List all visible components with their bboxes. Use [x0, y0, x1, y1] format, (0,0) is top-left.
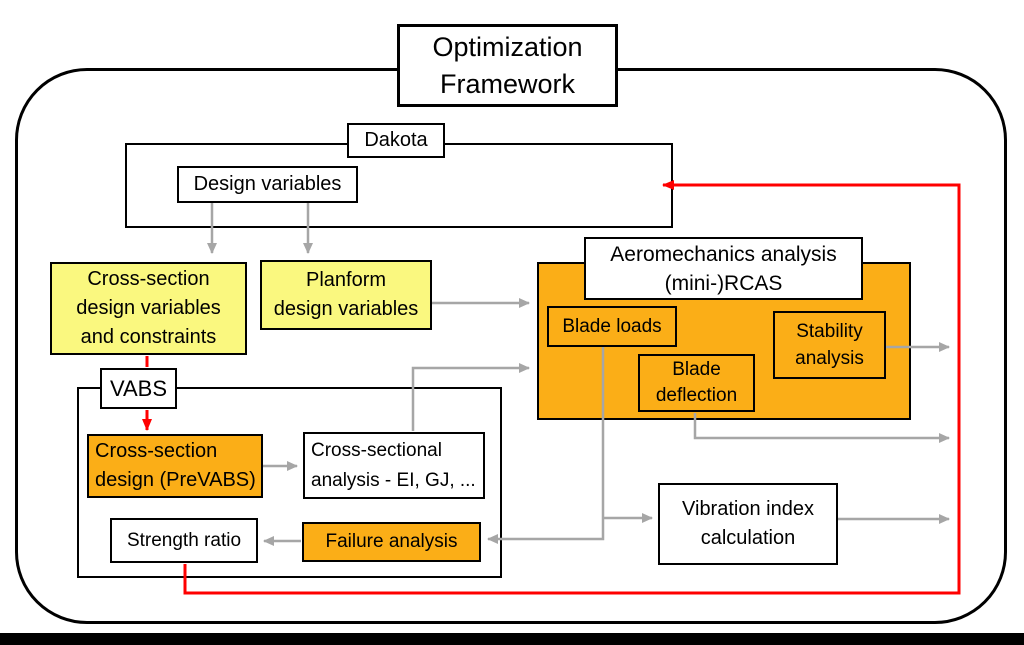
csdv-line-2: design variables — [76, 297, 221, 319]
planform-line-2: design variables — [273, 298, 419, 320]
node-prevabs: Cross-section design (PreVABS) — [87, 434, 263, 498]
failure-analysis-label: Failure analysis — [325, 531, 458, 553]
stability-line-1: Stability — [796, 321, 863, 342]
vibration-line-1: Vibration index — [682, 498, 814, 520]
csa-line-2: analysis - EI, GJ, ... — [311, 469, 476, 491]
title-box: Optimization Framework — [397, 24, 618, 107]
node-stability-analysis: Stability analysis — [773, 311, 886, 379]
vabs-label: VABS — [109, 375, 168, 401]
node-planform-design-variables: Planform design variables — [260, 260, 432, 330]
planform-line-1: Planform — [305, 269, 387, 291]
blade-loads-label: Blade loads — [562, 315, 662, 337]
prevabs-line-2: design (PreVABS) — [95, 469, 256, 491]
prevabs-line-1: Cross-section — [95, 440, 218, 462]
csa-line-1: Cross-sectional — [311, 439, 442, 461]
aero-line-2: (mini-)RCAS — [664, 271, 783, 295]
node-vibration-index: Vibration index calculation — [658, 483, 838, 565]
node-dakota: Dakota — [347, 123, 445, 158]
strength-ratio-label: Strength ratio — [126, 529, 242, 551]
node-blade-deflection: Blade deflection — [638, 354, 755, 412]
bottom-black-bar — [0, 633, 1024, 645]
node-aeromechanics-header: Aeromechanics analysis (mini-)RCAS — [584, 237, 863, 300]
node-blade-loads: Blade loads — [547, 306, 677, 347]
node-cross-sectional-analysis: Cross-sectional analysis - EI, GJ, ... — [303, 432, 485, 499]
stability-line-2: analysis — [795, 348, 864, 369]
node-cross-section-design-variables: Cross-section design variables and const… — [50, 262, 247, 355]
csdv-line-3: and constraints — [80, 326, 217, 348]
aero-line-1: Aeromechanics analysis — [610, 242, 837, 266]
csdv-line-1: Cross-section — [87, 268, 210, 290]
title-line-2: Framework — [439, 68, 575, 99]
node-design-variables: Design variables — [177, 166, 358, 203]
deflection-line-1: Blade — [672, 359, 721, 380]
node-strength-ratio: Strength ratio — [110, 518, 258, 563]
deflection-line-2: deflection — [655, 385, 738, 406]
node-vabs: VABS — [100, 368, 177, 409]
vibration-line-2: calculation — [700, 527, 796, 549]
node-failure-analysis: Failure analysis — [302, 522, 481, 562]
title-line-1: Optimization — [432, 31, 583, 62]
node-dakota-label: Dakota — [364, 129, 428, 151]
node-design-variables-label: Design variables — [193, 173, 342, 195]
